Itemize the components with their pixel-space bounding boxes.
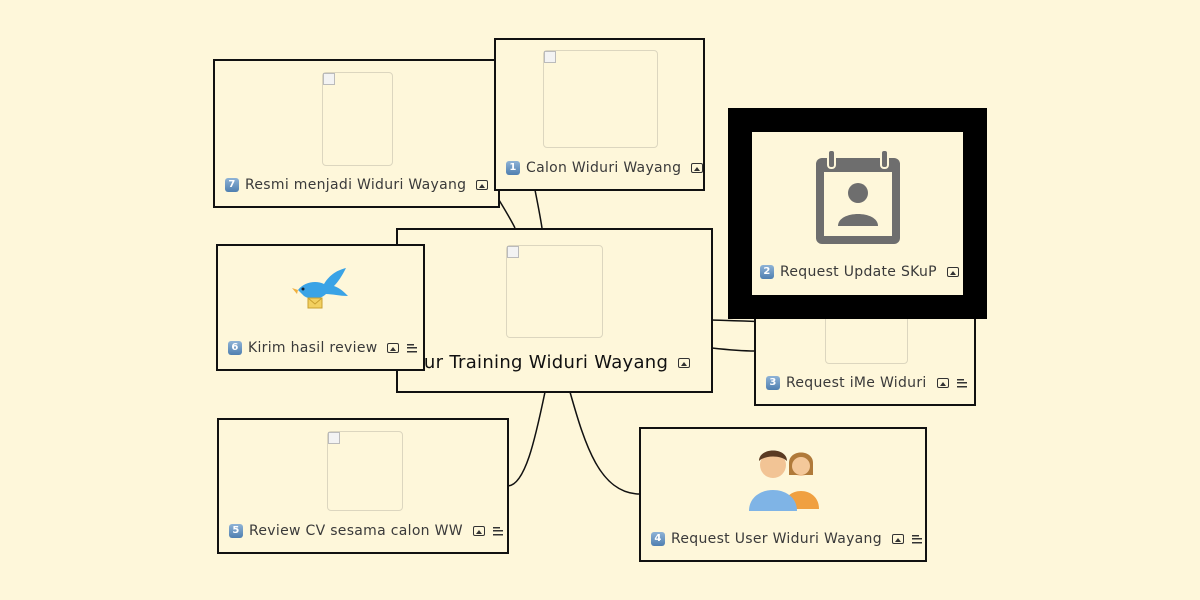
link-central-n1 xyxy=(534,189,543,229)
number-4-icon: 4 xyxy=(651,532,665,546)
number-6-icon: 6 xyxy=(228,341,242,355)
note-icon xyxy=(407,343,418,353)
number-2-icon: 2 xyxy=(760,265,774,279)
calendar-contact-icon xyxy=(814,148,902,246)
link-central-n3 xyxy=(711,347,756,352)
image-icon xyxy=(946,267,959,277)
node-5-label-row: 5 Review CV sesama calon WW xyxy=(229,523,503,539)
node-3-label: Request iMe Widuri xyxy=(786,375,927,391)
number-1-icon: 1 xyxy=(506,161,520,175)
node-7-label-row: 7 Resmi menjadi Widuri Wayang xyxy=(225,177,507,193)
node-1-label: Calon Widuri Wayang xyxy=(526,160,682,176)
note-icon xyxy=(492,526,503,536)
broken-image-icon xyxy=(543,50,658,148)
number-7-icon: 7 xyxy=(225,178,239,192)
broken-image-icon xyxy=(322,72,393,166)
link-central-n5 xyxy=(507,391,546,487)
number-3-icon: 3 xyxy=(766,376,780,390)
users-icon xyxy=(745,445,825,513)
image-icon xyxy=(387,343,400,353)
image-icon xyxy=(678,357,691,368)
node-6-label-row: 6 Kirim hasil review xyxy=(228,340,418,356)
broken-image-icon xyxy=(327,431,403,511)
number-5-icon: 5 xyxy=(229,524,243,538)
node-6-kirim[interactable]: 6 Kirim hasil review xyxy=(216,244,425,371)
node-1-calon[interactable]: 1 Calon Widuri Wayang xyxy=(494,38,705,191)
node-7-label: Resmi menjadi Widuri Wayang xyxy=(245,177,467,193)
link-central-n7 xyxy=(498,199,516,229)
node-6-label: Kirim hasil review xyxy=(248,340,378,356)
note-icon xyxy=(911,534,922,544)
node-4-label: Request User Widuri Wayang xyxy=(671,531,882,547)
central-label-row: Alur Training Widuri Wayang xyxy=(406,352,691,373)
note-icon xyxy=(956,378,967,388)
node-5-label: Review CV sesama calon WW xyxy=(249,523,463,539)
central-node[interactable]: Alur Training Widuri Wayang xyxy=(396,228,713,393)
node-7-resmi[interactable]: 7 Resmi menjadi Widuri Wayang xyxy=(213,59,507,208)
node-3-label-row: 3 Request iMe Widuri xyxy=(766,375,967,391)
node-1-label-row: 1 Calon Widuri Wayang xyxy=(506,160,704,176)
image-icon xyxy=(472,526,485,536)
node-2-label-row: 2 Request Update SKuP xyxy=(760,264,959,280)
image-icon xyxy=(476,180,489,190)
bird-mail-icon xyxy=(290,264,350,314)
node-4-label-row: 4 Request User Widuri Wayang xyxy=(651,531,922,547)
central-label: Alur Training Widuri Wayang xyxy=(406,352,669,373)
node-4-user[interactable]: 4 Request User Widuri Wayang xyxy=(639,427,927,562)
node-2-skup[interactable]: 2 Request Update SKuP xyxy=(728,108,987,319)
image-icon xyxy=(691,163,704,173)
image-icon xyxy=(891,534,904,544)
image-icon xyxy=(936,378,949,388)
node-5-review[interactable]: 5 Review CV sesama calon WW xyxy=(217,418,509,554)
node-2-label: Request Update SKuP xyxy=(780,264,937,280)
link-central-n4 xyxy=(569,391,641,495)
broken-image-icon xyxy=(506,245,603,338)
